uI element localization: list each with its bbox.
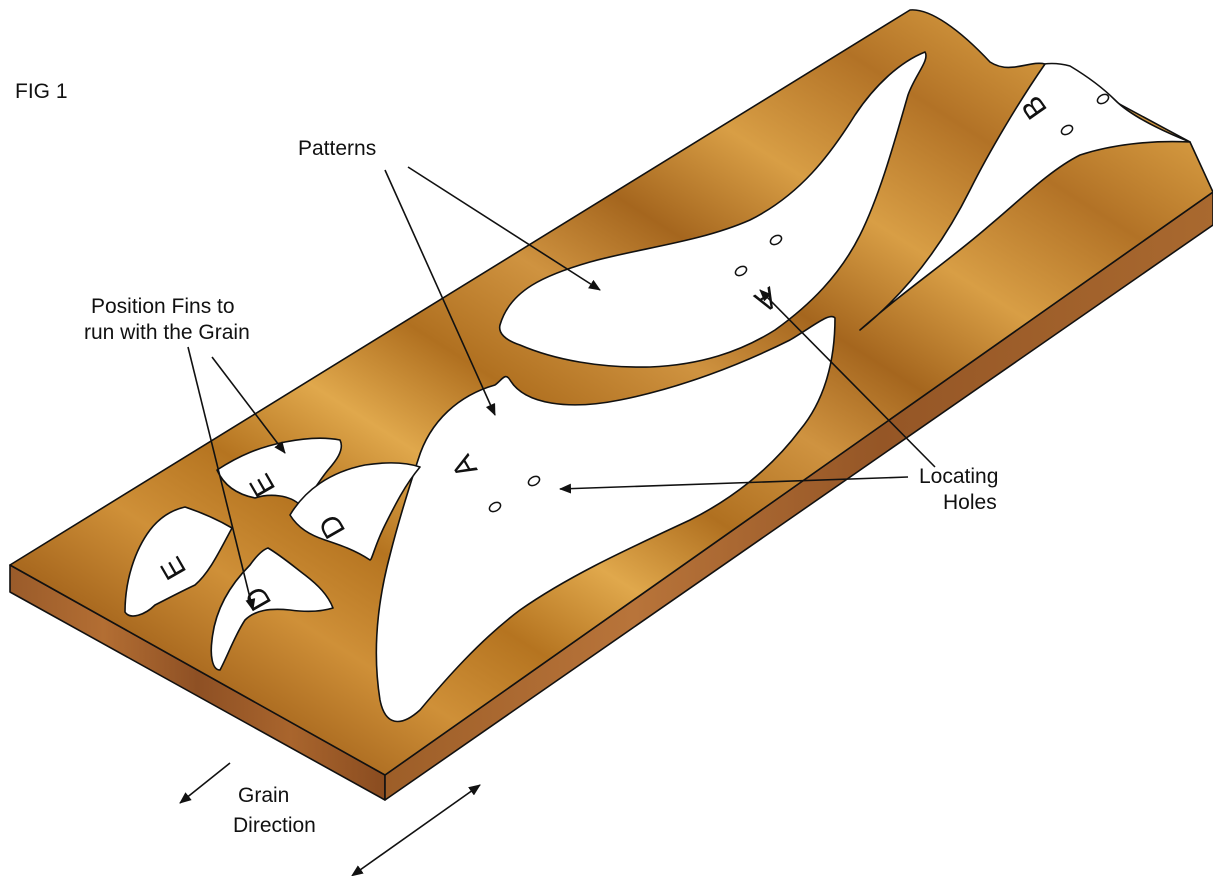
fins-label-line2: run with the Grain [84, 320, 250, 346]
figure-title: FIG 1 [15, 79, 68, 105]
patterns-label: Patterns [298, 136, 376, 162]
grain-direction-arrow-double [360, 785, 480, 870]
grain-direction-label-line1: Grain [238, 783, 289, 809]
grain-direction-arrow-short [180, 763, 230, 803]
locating-holes-label-line2: Holes [943, 490, 997, 516]
fins-label-line1: Position Fins to [91, 294, 235, 320]
locating-holes-label-line1: Locating [919, 464, 998, 490]
grain-direction-label-line2: Direction [233, 813, 316, 839]
